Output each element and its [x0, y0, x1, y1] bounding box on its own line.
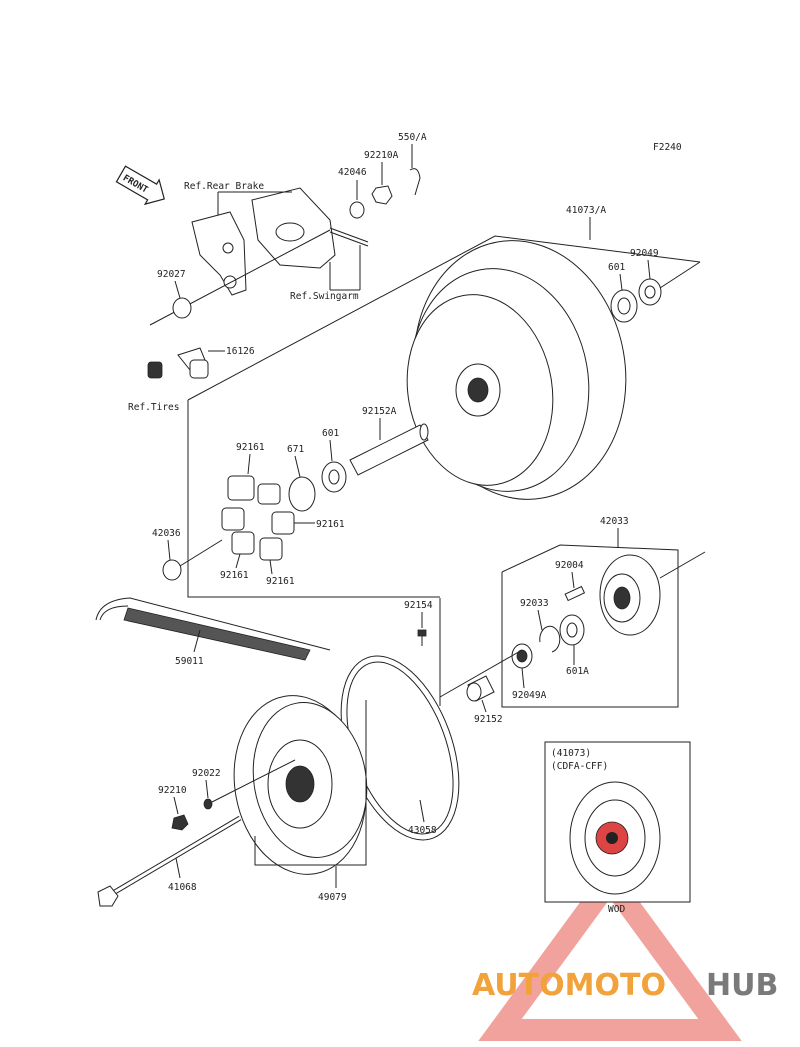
watermark-logo: AUTOMOTO HUB [472, 968, 778, 1003]
label-601-mid: 601 [322, 428, 339, 439]
o-ring-671 [288, 476, 316, 512]
inset-label: WOD [608, 904, 625, 915]
rear-wheel-41073a [406, 240, 627, 500]
nut-92210a [371, 185, 393, 205]
rear-brake-bracket [191, 187, 369, 296]
valve-16126 [177, 347, 209, 379]
label-43058: 43058 [408, 825, 437, 836]
label-42046: 42046 [338, 167, 367, 178]
stud-92004 [564, 585, 586, 602]
diagram-code: F2240 [653, 142, 682, 153]
circlip-92033 [539, 625, 561, 653]
damper-rubbers-92161 [221, 475, 295, 561]
valve-cap [147, 361, 163, 379]
collar-42036 [162, 559, 182, 581]
front-arrow-icon: FRONT [115, 165, 165, 206]
wheel-49079 [233, 695, 368, 875]
label-671: 671 [287, 444, 304, 455]
label-49079: 49079 [318, 892, 347, 903]
washer-42046 [349, 201, 365, 219]
cotter-pin-550a [409, 168, 421, 196]
watermark-part1: AUTOMOTO [472, 968, 666, 1003]
inset-title: (41073) [551, 748, 591, 759]
spacer-92152a [349, 423, 429, 476]
label-92161-d: 92161 [266, 576, 295, 587]
label-92004: 92004 [555, 560, 584, 571]
label-92161-b: 92161 [316, 519, 345, 530]
label-41068: 41068 [168, 882, 197, 893]
label-42033: 42033 [600, 516, 629, 527]
ref-rear-brake-label: Ref.Rear Brake [184, 181, 264, 192]
label-92049: 92049 [630, 248, 659, 259]
watermark-part2: HUB [706, 968, 778, 1003]
label-59011: 59011 [175, 656, 204, 667]
label-92161-a: 92161 [236, 442, 265, 453]
washer-92022 [203, 798, 213, 810]
label-92161-c: 92161 [220, 570, 249, 581]
label-601-top: 601 [608, 262, 625, 273]
label-92049a: 92049A [512, 690, 547, 701]
label-92022: 92022 [192, 768, 221, 779]
ref-tires-label: Ref.Tires [128, 402, 179, 413]
nut-92210 [171, 814, 189, 831]
watermark-triangle [478, 861, 742, 1041]
drive-belt-59011 [95, 597, 331, 661]
label-92152: 92152 [474, 714, 503, 725]
label-92210: 92210 [158, 785, 187, 796]
label-92033: 92033 [520, 598, 549, 609]
collar-92027 [172, 297, 192, 319]
label-41073a: 41073/A [566, 205, 606, 216]
label-601a: 601A [566, 666, 589, 677]
label-550a: 550/A [398, 132, 427, 143]
axle-41068 [97, 815, 242, 907]
label-92152a: 92152A [362, 406, 397, 417]
label-92210a: 92210A [364, 150, 399, 161]
bolt-92154 [417, 629, 427, 646]
inset-subtitle: (CDFA-CFF) [551, 761, 608, 772]
label-16126: 16126 [226, 346, 255, 357]
label-42036: 42036 [152, 528, 181, 539]
inset-panel [544, 741, 691, 903]
sprocket-hub-42033 [599, 554, 661, 636]
label-92154: 92154 [404, 600, 433, 611]
ref-swingarm-label: Ref.Swingarm [290, 291, 359, 302]
collar-92152 [466, 675, 495, 702]
label-92027: 92027 [157, 269, 186, 280]
